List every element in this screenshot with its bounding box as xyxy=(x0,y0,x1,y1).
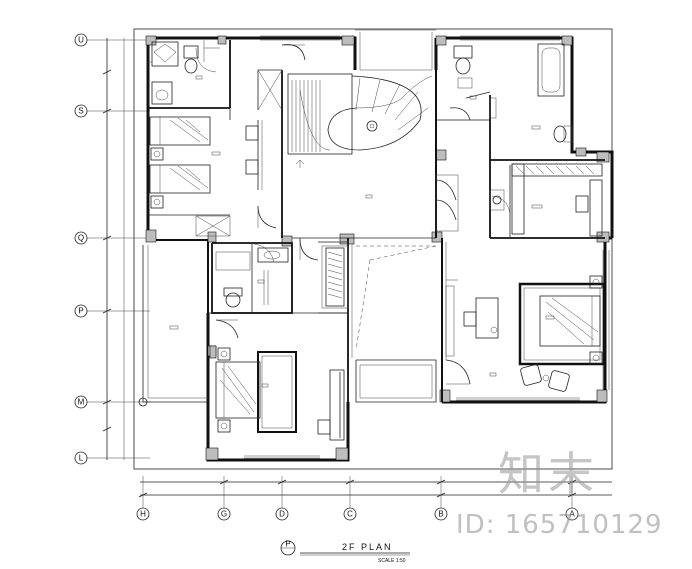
left-dimension-line xyxy=(102,38,125,460)
grid-label: P xyxy=(78,307,83,316)
grid-row-U: U xyxy=(74,33,150,47)
grid-column-B: B xyxy=(434,507,448,521)
grid-row-M: M xyxy=(74,395,150,409)
exterior-walls xyxy=(142,29,614,462)
grid-label: C xyxy=(347,510,353,519)
bedroom-bottom-left xyxy=(209,345,345,441)
grid-column-G: G xyxy=(217,507,231,521)
grid-label: M xyxy=(78,398,85,407)
grid-row-P: P xyxy=(74,304,150,318)
grid-label: H xyxy=(140,510,146,519)
walk-in-closet xyxy=(489,163,603,237)
bedroom-twin-beds xyxy=(149,116,263,237)
structural-columns xyxy=(145,35,610,461)
master-bathroom xyxy=(453,43,573,143)
title-marker-label: P xyxy=(285,540,290,549)
plan-title: 2F PLAN xyxy=(342,542,393,552)
bottom-dimension-lines xyxy=(138,476,612,508)
grid-label: U xyxy=(78,36,84,45)
grid-column-D: D xyxy=(275,507,289,521)
wardrobe-closet xyxy=(321,245,349,309)
grid-label: S xyxy=(78,107,83,116)
watermark-id: ID: 165710129 xyxy=(456,510,663,540)
grid-row-Q: Q xyxy=(74,231,150,245)
interior-walls xyxy=(148,40,605,459)
grid-row-L: L xyxy=(74,451,150,465)
grid-column-A: A xyxy=(565,507,579,521)
room-label-marks xyxy=(138,75,555,407)
void-opening xyxy=(355,245,437,351)
grid-label: Q xyxy=(78,234,84,243)
grid-column-H: H xyxy=(136,507,150,521)
plan-title-block: P 2F PLAN SCALE 1:50 xyxy=(280,540,410,564)
bathroom-top-left xyxy=(151,40,220,105)
bathroom-center xyxy=(215,247,289,308)
staircase xyxy=(287,73,433,168)
grid-label: D xyxy=(279,510,285,519)
windows xyxy=(133,35,610,400)
grid-column-C: C xyxy=(343,507,357,521)
plan-scale: SCALE 1:50 xyxy=(378,558,406,564)
grid-label: G xyxy=(221,510,227,519)
grid-label: L xyxy=(79,454,84,463)
watermark-logo: 知末 xyxy=(498,447,598,501)
doors xyxy=(195,44,511,385)
master-bedroom xyxy=(445,275,606,392)
grid-label: A xyxy=(569,510,575,519)
grid-label: B xyxy=(438,510,443,519)
grid-row-S: S xyxy=(74,104,150,118)
